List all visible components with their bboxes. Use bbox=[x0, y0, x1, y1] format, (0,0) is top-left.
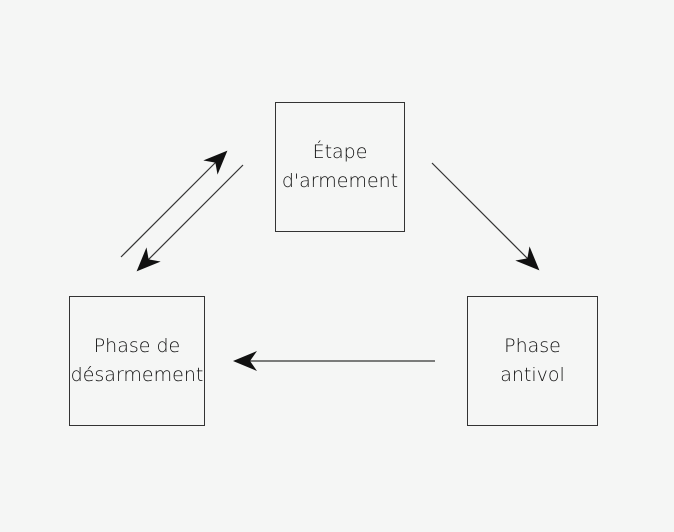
arrow-arming-to-antitheft bbox=[431, 162, 540, 271]
arrow-arming-to-disarm bbox=[136, 164, 244, 272]
node-disarm-phase: Phase de désarmement bbox=[69, 296, 205, 426]
node-arming-stage-label: Étape d'armement bbox=[281, 141, 399, 192]
arrow-disarm-to-arming bbox=[120, 150, 228, 258]
node-antitheft-phase-label: Phase antivol bbox=[500, 335, 565, 386]
node-disarm-phase-label: Phase de désarmement bbox=[70, 335, 204, 386]
node-arming-stage: Étape d'armement bbox=[275, 102, 405, 232]
node-antitheft-phase: Phase antivol bbox=[467, 296, 598, 426]
